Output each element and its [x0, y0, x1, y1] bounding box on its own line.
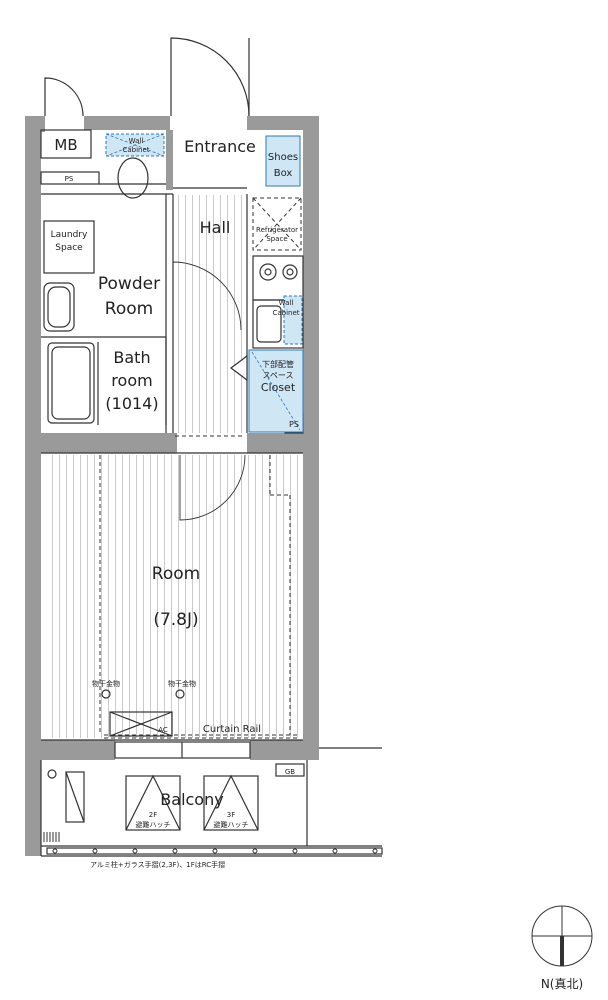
gb-label: GB: [285, 768, 295, 776]
hatch-3f-label-2: 避難ハッチ: [214, 820, 249, 829]
hanger-left-label: 物干金物: [92, 679, 120, 688]
mb-label: MB: [54, 136, 77, 154]
hatch-3f-label-1: 3F: [227, 811, 235, 819]
entrance-label: Entrance: [184, 137, 256, 156]
ps-right-label: PS: [289, 420, 299, 429]
hall-flooring: [177, 195, 243, 433]
closet-label-1: 下部配管: [262, 359, 294, 369]
compass-label: N(真北): [541, 977, 583, 991]
room-flooring: [46, 455, 304, 738]
wall-cabinet-kitchen-label-1: Wall: [279, 299, 294, 307]
handrail-note: アルミ柱+ガラス手摺(2,3F)、1FはRC手摺: [90, 860, 225, 869]
balcony-label: Balcony: [160, 790, 223, 809]
dashed-lines: [99, 197, 302, 739]
hanger-right-label: 物干金物: [168, 679, 196, 688]
hall-label: Hall: [200, 218, 231, 237]
hatch-2f-label-1: 2F: [149, 811, 157, 819]
laundry-label-1: Laundry: [51, 230, 88, 240]
hatch-2f-label-2: 避難ハッチ: [136, 820, 171, 829]
ps-top-label: PS: [65, 175, 74, 183]
drain-grate: [43, 832, 60, 842]
wall-cabinet-top-label-2: Cabinet: [122, 146, 149, 154]
room-outlines: [40, 37, 383, 857]
curtain-rail-label: Curtain Rail: [203, 724, 261, 735]
bath-label-1: Bath: [113, 348, 150, 367]
wall-cabinet-kitchen-label-2: Cabinet: [272, 309, 299, 317]
fridge-label-1: Refrigerator: [256, 226, 298, 234]
laundry-label-2: Space: [55, 243, 83, 253]
powder-room-label-2: Room: [105, 299, 153, 319]
fridge-label-2: Space: [266, 235, 287, 243]
room-label-1: Room: [152, 564, 200, 584]
compass-icon: [531, 905, 593, 967]
powder-room-label-1: Powder: [98, 274, 160, 294]
ac-label: AC: [158, 726, 168, 734]
bath-label-2: room: [111, 371, 152, 390]
wall-cabinet-top-label-1: Wall: [129, 137, 144, 145]
closet-label-3: Closet: [261, 381, 296, 394]
room-label-2: (7.8J): [153, 610, 198, 630]
blue-storage-diagonals: [105, 133, 301, 431]
shoes-box-label-2: Box: [274, 168, 293, 179]
bath-label-3: (1014): [105, 394, 158, 413]
walls: [25, 116, 319, 856]
closet-label-2: スペース: [262, 371, 293, 380]
shoes-box-label-1: Shoes: [268, 152, 298, 163]
handrail-posts: [52, 848, 378, 854]
